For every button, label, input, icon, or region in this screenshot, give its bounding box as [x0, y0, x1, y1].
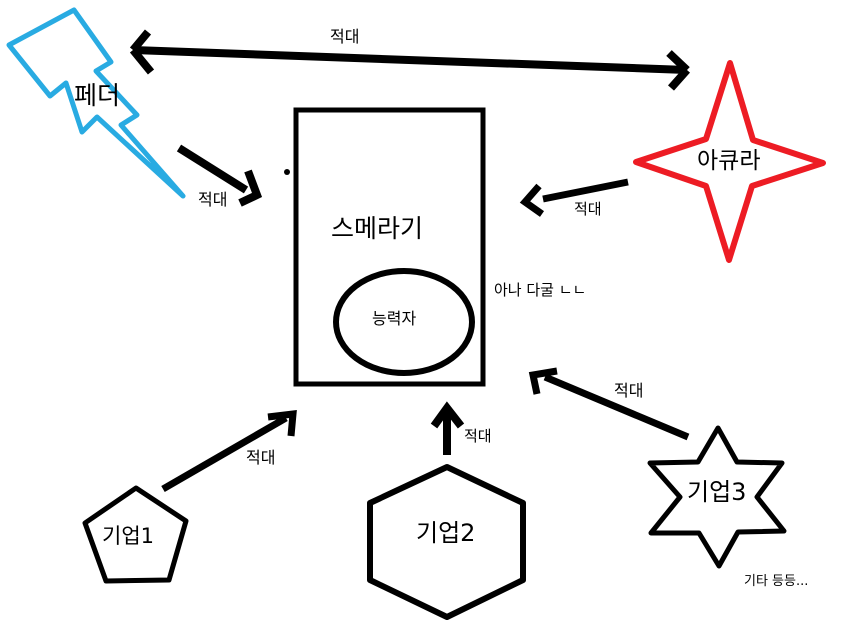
dogpile-note: 아나 다굴 ㄴㄴ	[494, 281, 587, 299]
ink-shapes	[82, 29, 787, 620]
hostility-label-top: 적대	[330, 27, 360, 46]
hostility-label-acura: 적대	[574, 200, 602, 218]
ability-label: 능력자	[372, 309, 417, 328]
company2-hexagon	[367, 464, 526, 620]
sumeragi-box	[293, 107, 486, 387]
company2-label: 기업2	[416, 519, 476, 547]
hostility-label-feather: 적대	[198, 190, 228, 209]
ability-ellipse	[333, 268, 475, 376]
hostility-arrow-acura	[519, 178, 629, 217]
hostility-arrow-company1	[161, 410, 297, 493]
hostility-label-company2: 적대	[464, 427, 492, 445]
sumeragi-label: 스메라기	[331, 214, 424, 243]
hostility-arrow-company2	[430, 401, 465, 455]
etc-note: 기타 등등...	[744, 574, 809, 589]
hostility-arrow-top	[129, 29, 690, 91]
feather-lightning-icon	[6, 7, 186, 199]
hostility-label-company3: 적대	[614, 381, 644, 400]
company1-label: 기업1	[102, 524, 155, 548]
company1-pentagon	[82, 485, 189, 584]
hostility-arrow-company3	[528, 367, 690, 441]
acura-star-icon	[633, 60, 826, 263]
hostility-label-company1: 적대	[246, 448, 276, 467]
company3-star	[647, 425, 787, 569]
stray-dot	[284, 169, 290, 175]
feather-label: 페더	[74, 81, 121, 110]
hostility-arrow-feather	[176, 144, 263, 207]
company3-label: 기업3	[687, 478, 747, 506]
acura-label: 아큐라	[697, 148, 761, 174]
